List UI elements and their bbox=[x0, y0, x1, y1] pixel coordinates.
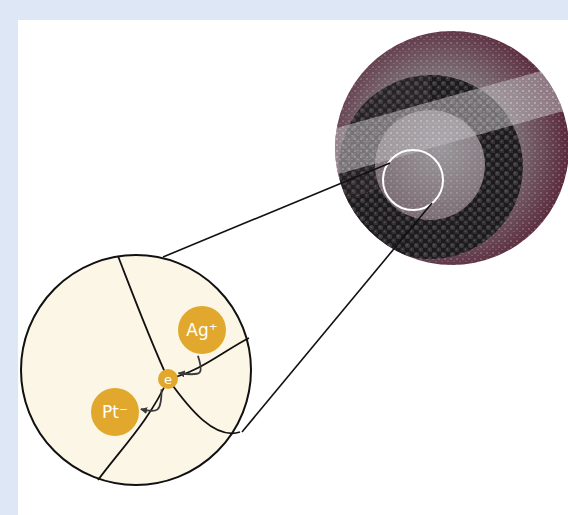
electron-transfer-arrow bbox=[178, 356, 200, 374]
electron-transfer-arrow bbox=[141, 389, 162, 410]
particle-label: e bbox=[164, 373, 172, 386]
magnified-grain-view bbox=[21, 255, 251, 485]
particle-label: Pt⁻ bbox=[102, 404, 128, 421]
particle-circle: Pt⁻ bbox=[91, 388, 139, 436]
particle-label: Ag⁺ bbox=[186, 322, 217, 339]
particle-circle: e bbox=[158, 369, 178, 389]
micrograph-disc bbox=[330, 31, 568, 265]
particle-circle: Ag⁺ bbox=[178, 306, 226, 354]
